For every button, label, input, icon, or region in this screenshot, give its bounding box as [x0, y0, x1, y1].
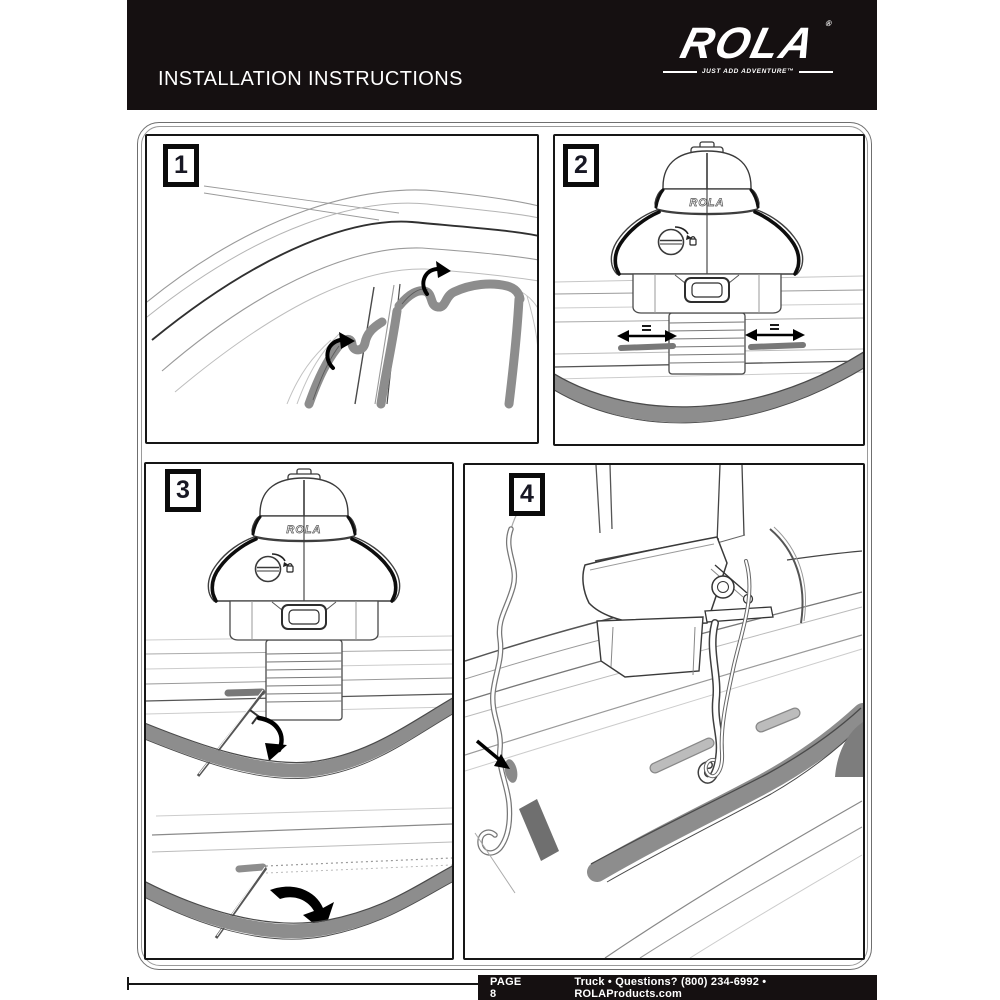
seal-contact-point: [504, 759, 518, 783]
trim-strips: [649, 707, 801, 774]
slide-arrow-icon-right: [745, 324, 805, 341]
window-inner-lines: [286, 290, 537, 405]
step-4-illustration: [465, 465, 863, 958]
roof-arcs: [147, 189, 537, 393]
door-seal-band-lower: [146, 865, 452, 940]
brand-wordmark: ROLA®: [676, 19, 833, 68]
step-3-number: 3: [165, 469, 201, 512]
brand-name: ROLA: [675, 19, 821, 68]
content-frame: [137, 122, 872, 970]
step-2-number: 2: [563, 144, 599, 187]
footer-bar: PAGE 8 Truck • Questions? (800) 234-6992…: [478, 975, 877, 1000]
footer-contact: Truck • Questions? (800) 234-6992 • ROLA…: [574, 975, 767, 1000]
door-seal-band-upper: [146, 697, 452, 779]
strap-wire: [703, 559, 752, 779]
spacer-bar: [224, 688, 266, 697]
roof-surface-lines-lower: [151, 807, 452, 874]
weatherstrip-seal-front: [304, 317, 387, 409]
content-frame-inner: [141, 126, 868, 966]
step-3-illustration: [146, 467, 452, 940]
page-number: PAGE 8: [490, 975, 522, 1000]
step-4-number: 4: [509, 473, 545, 516]
tagline-rule-left: [663, 70, 697, 73]
foam-pad: [519, 799, 559, 861]
step-3-panel: 3: [144, 462, 454, 960]
hanging-strap: [697, 619, 724, 784]
leader-lines: [203, 185, 400, 221]
step-2-panel: 2 ROLA: [553, 134, 865, 446]
rotate-arrow-icon-front: [325, 332, 355, 370]
step-1-number: 1: [163, 144, 199, 187]
tower-strap: [265, 639, 343, 721]
tagline-rule-right: [799, 70, 833, 73]
slide-arrow-icon-left: [617, 325, 677, 342]
step-1-illustration: [147, 185, 537, 409]
clamp-bracket: [704, 564, 774, 623]
rotate-arrow-icon-bold: [270, 886, 334, 932]
brand-tagline-row: JUST ADD ADVENTURE™: [663, 68, 833, 75]
footer-rule: [127, 983, 479, 985]
spacer-bars: [618, 342, 806, 351]
tower-strap: [668, 312, 746, 375]
weatherstrip-seal-rear: [376, 279, 525, 409]
rotate-arrow-icon-rear: [421, 261, 451, 296]
spacer-bar-lower: [235, 863, 267, 873]
rotate-arrow-icon: [256, 715, 287, 761]
wheel-arch: [835, 722, 863, 777]
step-1-panel: 1: [145, 134, 539, 444]
step-4-panel: 4: [463, 463, 865, 960]
brand-tagline: JUST ADD ADVENTURE™: [701, 68, 795, 75]
header-bar: INSTALLATION INSTRUCTIONS ROLA® JUST ADD…: [127, 0, 877, 110]
step-2-illustration: ROLA: [555, 140, 863, 424]
door-seal-band: [587, 703, 863, 883]
registered-mark: ®: [824, 19, 833, 28]
door-seal-band: [555, 351, 863, 424]
pointer-arrow-icon: [475, 739, 510, 769]
body-diagonal-lines: [465, 465, 863, 958]
page-title: INSTALLATION INSTRUCTIONS: [158, 68, 463, 90]
brand-logo: ROLA® JUST ADD ADVENTURE™: [663, 19, 833, 75]
tower-foot-perspective: [582, 536, 774, 678]
